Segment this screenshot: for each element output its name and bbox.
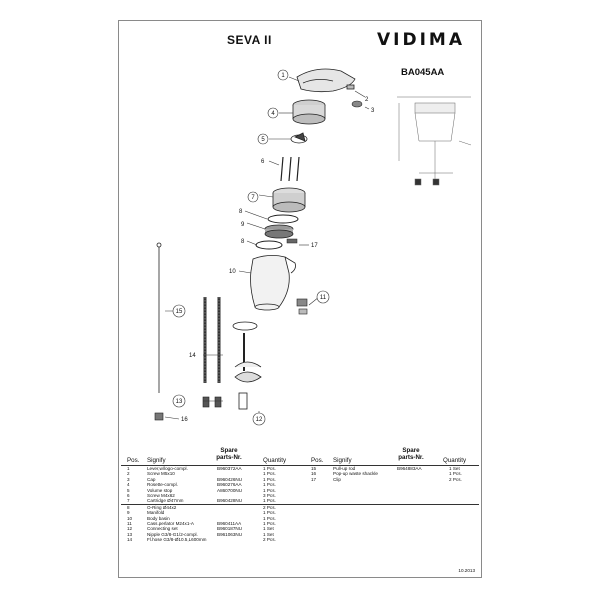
header-signify-right: Signify [333,457,352,464]
callout-6: 6 [261,159,265,165]
callout-4: 4 [271,111,275,117]
rosette-part [292,99,326,125]
screws-part-6 [280,156,300,182]
header-spare-line1-right: Spare [402,447,420,454]
screw-part-2 [346,84,355,90]
callout-8b: 8 [241,239,245,245]
manifold-part [264,224,294,239]
lever-part [296,68,356,93]
callout-12: 12 [256,417,263,423]
callout-8: 8 [239,209,243,215]
header-spare-line2-right: parts-Nr. [398,454,424,461]
header-quantity: Quantity [263,457,287,464]
revision-date: 10.2013 [458,568,475,573]
clip-part [286,238,298,244]
spare-parts-sheet: SEVA II VIDIMA BA045AA [118,20,482,578]
model-number: BA045AA [401,67,445,78]
callout-16: 16 [181,417,188,423]
o-ring-part [267,214,299,224]
header-spare-line2: parts-Nr. [216,454,242,461]
header-pos: Pos. [127,457,140,464]
exploded-view-drawing: 1 2 3 4 5 6 7 8 9 8 17 10 11 15 14 13 12… [154,68,472,426]
cartridge-part [272,187,306,213]
connecting-set-part [232,321,262,410]
header-quantity-right: Quantity [443,457,467,464]
callout-7: 7 [251,195,255,201]
header-pos-right: Pos. [311,457,324,464]
callout-9: 9 [241,222,245,228]
pull-up-rod-part [156,242,162,393]
callout-10: 10 [229,269,236,275]
spare-parts-table: Pos. Signify Spare parts-Nr. Quantity Po… [121,443,479,542]
callout-17: 17 [311,243,318,249]
callout-5: 5 [261,137,265,143]
callout-2: 2 [365,97,369,103]
product-title: SEVA II [227,33,272,47]
body-basin-part [250,255,296,311]
shackle-part [154,412,164,421]
callout-11: 11 [320,295,327,301]
volume-stop-part [290,132,308,144]
callout-14: 14 [189,353,196,359]
hoses-part [203,297,221,383]
callout-15: 15 [176,309,183,315]
perlator-part [296,298,308,315]
o-ring-part-lower [255,240,283,250]
dimension-drawing [397,96,472,186]
nipple-set-part [202,396,222,408]
brand-logo: VIDIMA [377,30,465,50]
cap-part [351,100,363,108]
header-signify: Signify [147,457,166,464]
header-spare-line1: Spare [220,447,238,454]
callout-1: 1 [281,73,285,79]
table-header: Pos. Signify Spare parts-Nr. Quantity Po… [121,443,479,466]
callout-13: 13 [176,399,183,405]
callout-3: 3 [371,108,375,114]
